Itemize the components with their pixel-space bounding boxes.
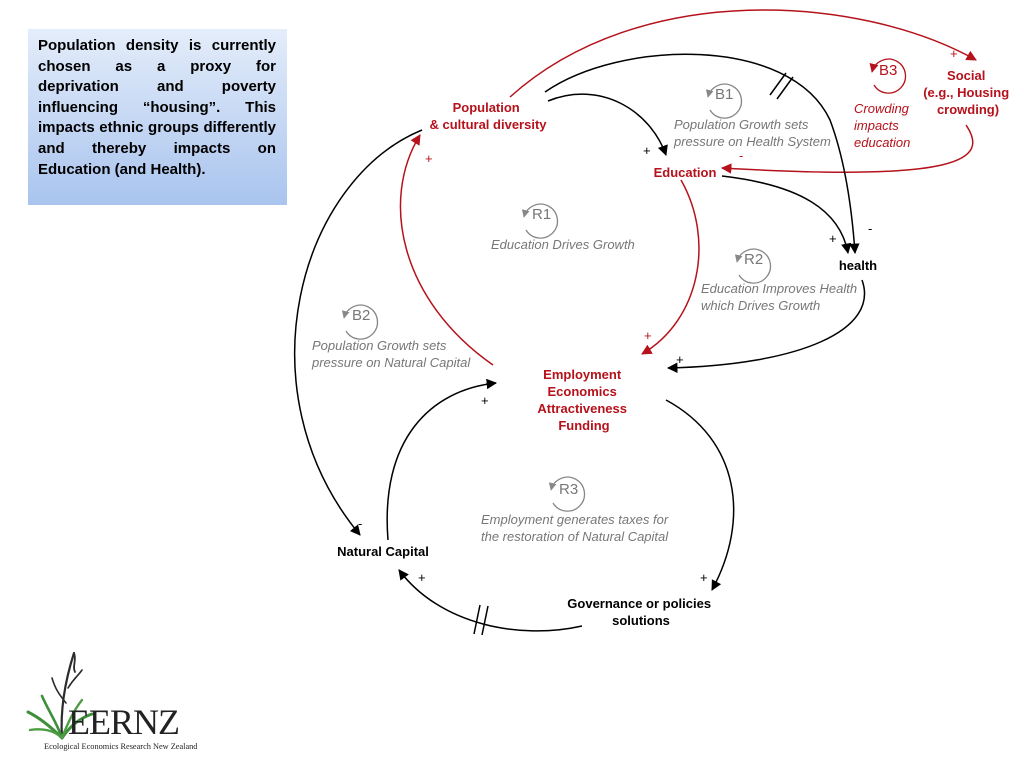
loop-id-b1: B1	[715, 86, 733, 103]
arrow-health-to-employment	[666, 279, 866, 374]
arrow-population-to-health	[544, 53, 860, 255]
loop-text-r1: Education Drives Growth	[491, 237, 635, 252]
sign-natural-capital-in-gov: +	[418, 570, 426, 585]
loop-id-r3: R3	[559, 481, 578, 498]
loop-icon-r2	[734, 248, 772, 284]
note-box: Population density is currently chosen a…	[28, 29, 287, 205]
arrow-education-to-health	[721, 175, 852, 255]
sign-employment-in-red: +	[644, 328, 652, 343]
node-population: Population & cultural diversity	[429, 100, 547, 132]
node-governance: Governance or policies solutions	[567, 596, 714, 628]
arrow-employment-to-population	[399, 134, 494, 366]
logo-tagline: Ecological Economics Research New Zealan…	[44, 742, 198, 751]
arrow-social-to-education	[720, 124, 974, 174]
node-social: Social (e.g., Housing crowding)	[923, 68, 1013, 117]
loop-text-b2: Population Growth sets pressure on Natur…	[311, 338, 471, 370]
loop-text-r3: Employment generates taxes for the resto…	[481, 512, 672, 544]
loop-icon-r1	[521, 203, 559, 239]
sign-governance-in: +	[700, 570, 708, 585]
loop-icon-b2	[341, 304, 379, 340]
loop-id-b3: B3	[879, 62, 897, 79]
loop-text-b1: Population Growth sets pressure on Healt…	[673, 117, 831, 149]
sign-population-in: +	[425, 151, 433, 166]
delay-mark-health-2	[776, 76, 794, 100]
node-natural-capital: Natural Capital	[337, 544, 429, 559]
sign-health-in-edu: +	[829, 231, 837, 246]
arrow-population-to-education	[547, 93, 668, 156]
loop-icon-b1	[705, 83, 743, 119]
arrow-governance-to-natural-capital	[398, 569, 583, 632]
sign-employment-in-health: +	[676, 352, 684, 367]
loop-id-r2: R2	[744, 251, 763, 268]
eernz-logo: EERNZ Ecological Economics Research New …	[26, 651, 198, 751]
plant-icon	[26, 651, 94, 740]
loop-id-r1: R1	[532, 206, 551, 223]
sign-social-in: +	[950, 46, 958, 61]
arrow-natural-capital-to-employment	[386, 378, 498, 541]
delay-mark-nat-1	[473, 604, 481, 635]
arrow-employment-to-governance	[665, 399, 735, 591]
loop-text-b3: Crowding impacts education	[854, 101, 913, 150]
arrow-population-to-natural-capital	[293, 129, 423, 536]
node-education: Education	[654, 165, 717, 180]
arrow-population-to-social	[509, 9, 977, 98]
sign-natural-capital-in-pop: -	[358, 516, 362, 531]
loop-id-b2: B2	[352, 307, 370, 324]
sign-health-in-pop: -	[868, 221, 872, 236]
note-text: Population density is currently chosen a…	[38, 37, 276, 178]
node-health: health	[839, 258, 877, 273]
arrow-education-to-employment	[641, 179, 700, 355]
sign-education-in-red: -	[739, 148, 743, 163]
logo-wordmark: EERNZ	[68, 702, 179, 742]
delay-mark-health-1	[769, 72, 787, 96]
loop-text-r2: Education Improves Health which Drives G…	[701, 281, 861, 313]
sign-education-in-black: +	[643, 143, 651, 158]
sign-employment-in-nat: +	[481, 393, 489, 408]
loop-icon-b3	[869, 58, 907, 94]
delay-mark-nat-2	[481, 605, 489, 636]
loop-icon-r3	[548, 476, 586, 512]
node-employment: Employment Economics Attractiveness Fund…	[537, 367, 630, 433]
